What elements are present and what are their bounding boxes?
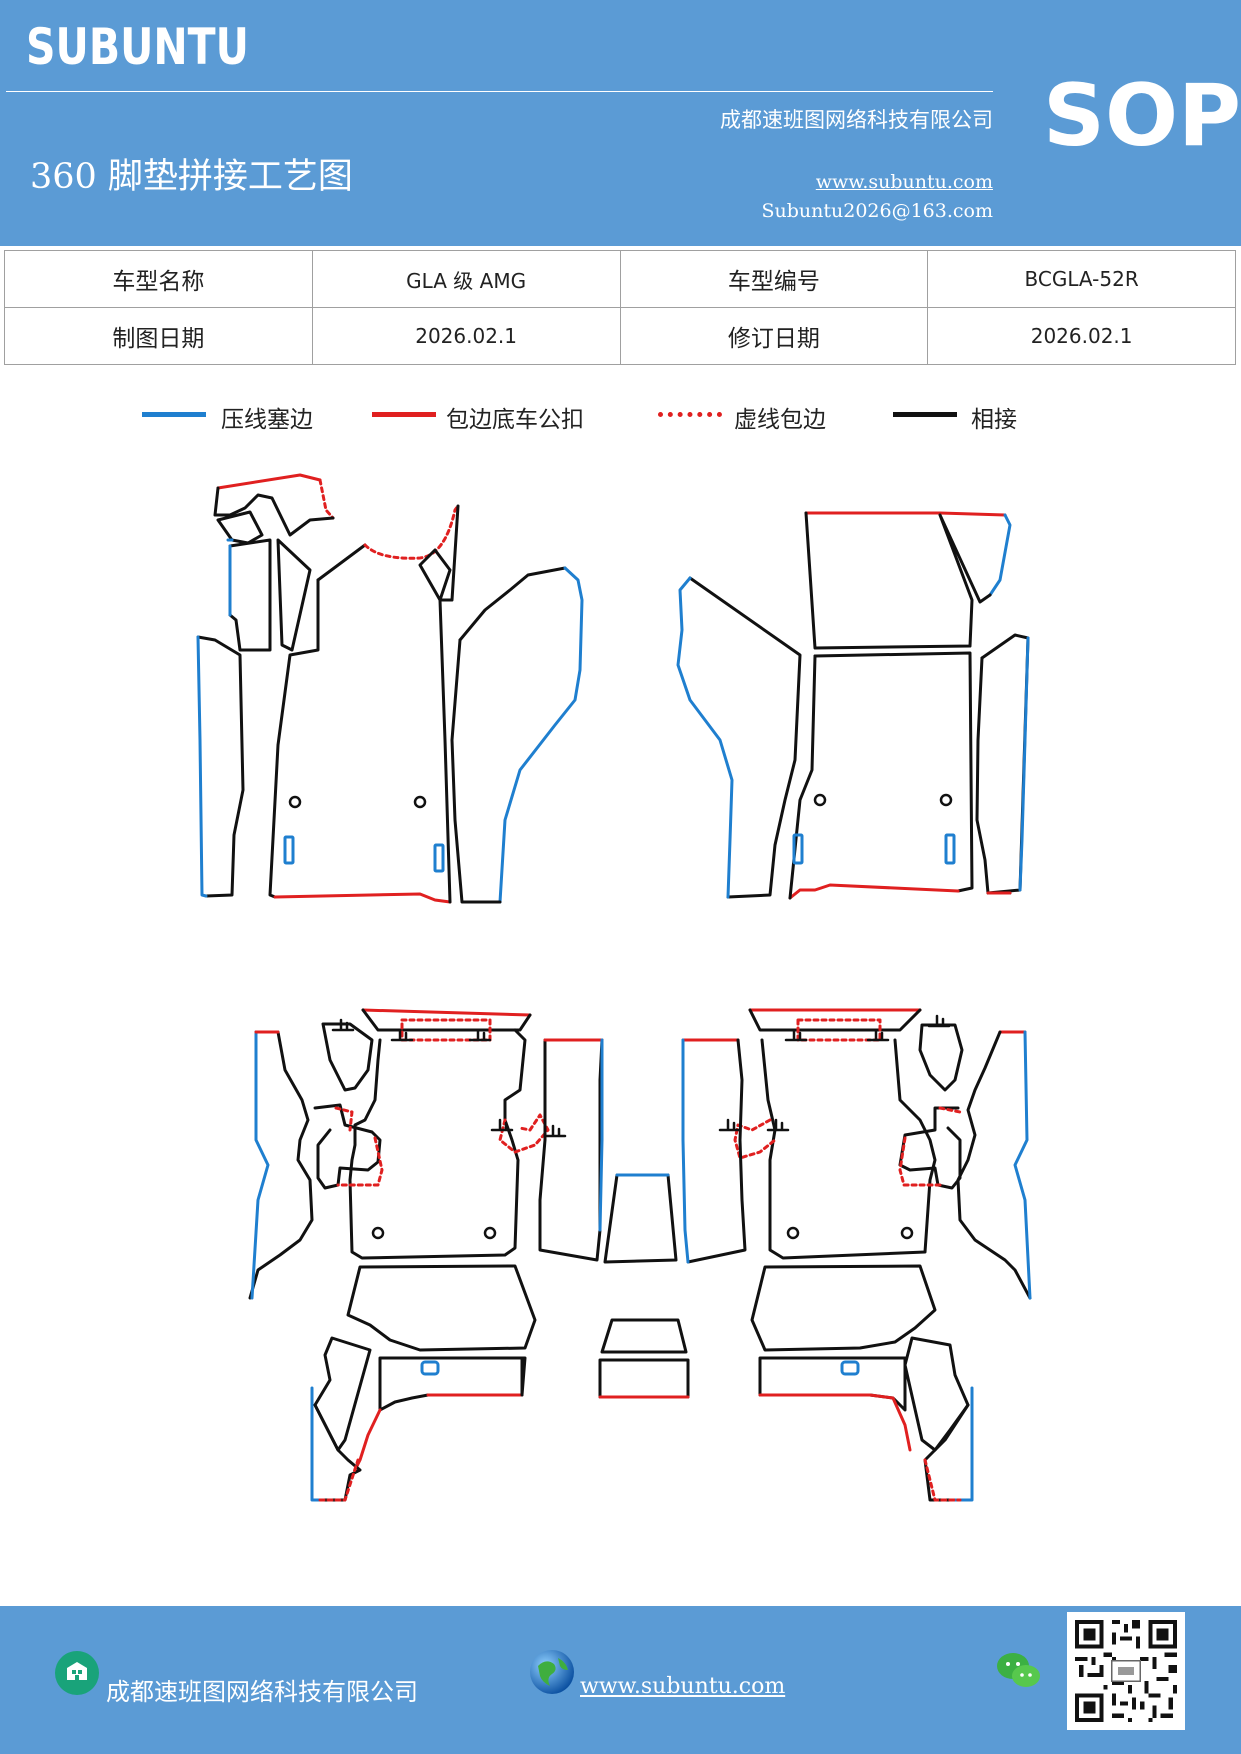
draw-date-value: 2026.02.1 (311, 307, 621, 365)
model-code-label: 车型编号 (619, 250, 929, 308)
revise-date-label: 修订日期 (619, 307, 929, 365)
legend-swatch (372, 412, 436, 417)
model-name-label: 车型名称 (4, 250, 313, 308)
legend-swatch (142, 412, 206, 417)
legend-label: 包边底车公扣 (446, 407, 584, 433)
floor-mat-diagram (196, 473, 1032, 1502)
page-title: 360 脚垫拼接工艺图 (30, 157, 353, 197)
qr-code (1067, 1612, 1185, 1730)
header-divider (6, 91, 993, 92)
header-banner: SUBUNTU 成都速班图网络科技有限公司 360 脚垫拼接工艺图 www.su… (0, 0, 1241, 246)
mat-front-right (676, 511, 1030, 900)
legend-swatch (893, 412, 957, 417)
brand-logo: SUBUNTU (26, 18, 249, 76)
legend-label: 相接 (971, 407, 1017, 433)
footer-company: 成都速班图网络科技有限公司 (106, 1678, 418, 1706)
model-name-value: GLA 级 AMG (311, 250, 621, 308)
mat-rear-left (248, 1008, 604, 1502)
legend-label: 压线塞边 (221, 407, 313, 433)
mat-rear-right (681, 1008, 1032, 1502)
info-table: 车型名称 GLA 级 AMG 车型编号 BCGLA-52R 制图日期 2026.… (4, 250, 1236, 365)
legend: 压线塞边 包边底车公扣 虚线包边 相接 (0, 398, 1241, 438)
revise-date-value: 2026.02.1 (927, 307, 1236, 365)
model-code-value: BCGLA-52R (927, 250, 1236, 308)
draw-date-label: 制图日期 (4, 307, 313, 365)
mat-front-left (196, 473, 584, 904)
header-website-link[interactable]: www.subuntu.com (815, 171, 993, 193)
mat-center (598, 1173, 690, 1399)
table-row: 制图日期 2026.02.1 修订日期 2026.02.1 (4, 307, 1236, 365)
footer-banner: 成都速班图网络科技有限公司 www.subuntu.com (0, 1606, 1241, 1754)
globe-icon (530, 1650, 574, 1694)
legend-label: 虚线包边 (734, 407, 826, 433)
header-email: Subuntu2026@163.com (761, 200, 993, 222)
building-icon (55, 1651, 99, 1695)
footer-website-link[interactable]: www.subuntu.com (580, 1674, 786, 1699)
legend-swatch (658, 412, 722, 417)
table-row: 车型名称 GLA 级 AMG 车型编号 BCGLA-52R (4, 250, 1236, 308)
wechat-icon (997, 1653, 1040, 1687)
sop-badge: SOP (1043, 66, 1241, 166)
header-company: 成都速班图网络科技有限公司 (720, 108, 993, 132)
